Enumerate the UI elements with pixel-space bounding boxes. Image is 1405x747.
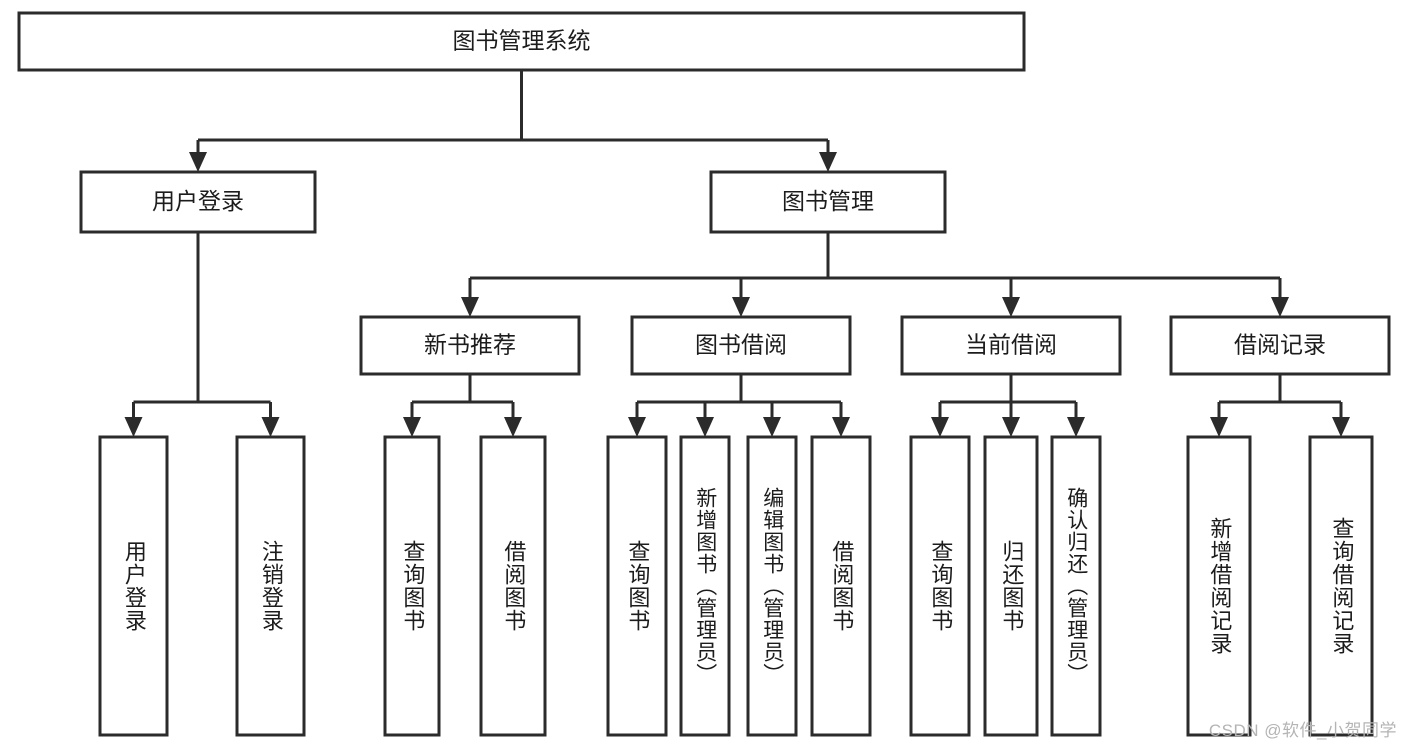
leaf-node-box-11 xyxy=(1186,435,1252,737)
level3-node-box-2 xyxy=(900,315,1122,376)
leaf-arrow-2 xyxy=(1067,417,1085,437)
level3-node-box-1 xyxy=(630,315,852,376)
leaf-node-box-2 xyxy=(383,435,441,737)
leaf-arrow-1 xyxy=(1002,417,1020,437)
leaf-node-box-1 xyxy=(235,435,306,737)
root-node-label: 图书管理系统 xyxy=(453,28,591,54)
level3-arrow-3 xyxy=(1271,297,1289,317)
level3-arrow-2 xyxy=(1002,297,1020,317)
leaf-arrow-0 xyxy=(628,417,646,437)
boxes-layer xyxy=(17,11,1391,737)
level3-node-label-1: 图书借阅 xyxy=(695,332,787,358)
level3-arrow-0 xyxy=(461,297,479,317)
level3-node-label-0: 新书推荐 xyxy=(424,332,516,358)
leaf-node-box-10 xyxy=(1050,435,1102,737)
level2-node-box-0 xyxy=(79,170,317,234)
leaf-node-box-12 xyxy=(1308,435,1374,737)
leaf-arrow-1 xyxy=(261,417,280,437)
level2-node-label-1: 图书管理 xyxy=(782,188,874,214)
connectors-layer xyxy=(124,70,1350,437)
leaf-arrow-0 xyxy=(1210,417,1228,437)
leaf-arrow-0 xyxy=(124,417,143,437)
level3-node-box-0 xyxy=(359,315,581,376)
leaf-arrow-3 xyxy=(832,417,850,437)
leaf-node-box-8 xyxy=(909,435,971,737)
leaf-arrow-0 xyxy=(403,417,421,437)
leaf-node-box-6 xyxy=(746,435,798,737)
leaf-node-box-3 xyxy=(479,435,547,737)
level3-node-label-2: 当前借阅 xyxy=(965,332,1057,358)
leaf-node-box-0 xyxy=(98,435,169,737)
leaf-node-box-9 xyxy=(983,435,1039,737)
level2-node-box-1 xyxy=(709,170,947,234)
level3-node-box-3 xyxy=(1169,315,1391,376)
root-node-box xyxy=(17,11,1026,72)
level3-node-label-3: 借阅记录 xyxy=(1234,332,1326,358)
leaf-arrow-1 xyxy=(504,417,522,437)
leaf-arrow-2 xyxy=(763,417,781,437)
watermark: CSDN @软件_小贺同学 xyxy=(1208,721,1397,740)
leaf-arrow-1 xyxy=(696,417,714,437)
leaf-arrow-1 xyxy=(1332,417,1350,437)
level3-arrow-1 xyxy=(732,297,750,317)
leaf-node-box-7 xyxy=(810,435,872,737)
level2-arrow-0 xyxy=(189,152,207,172)
leaf-node-box-5 xyxy=(679,435,731,737)
level2-arrow-1 xyxy=(819,152,837,172)
leaf-node-box-4 xyxy=(606,435,668,737)
leaf-arrow-0 xyxy=(931,417,949,437)
level2-node-label-0: 用户登录 xyxy=(152,188,244,214)
